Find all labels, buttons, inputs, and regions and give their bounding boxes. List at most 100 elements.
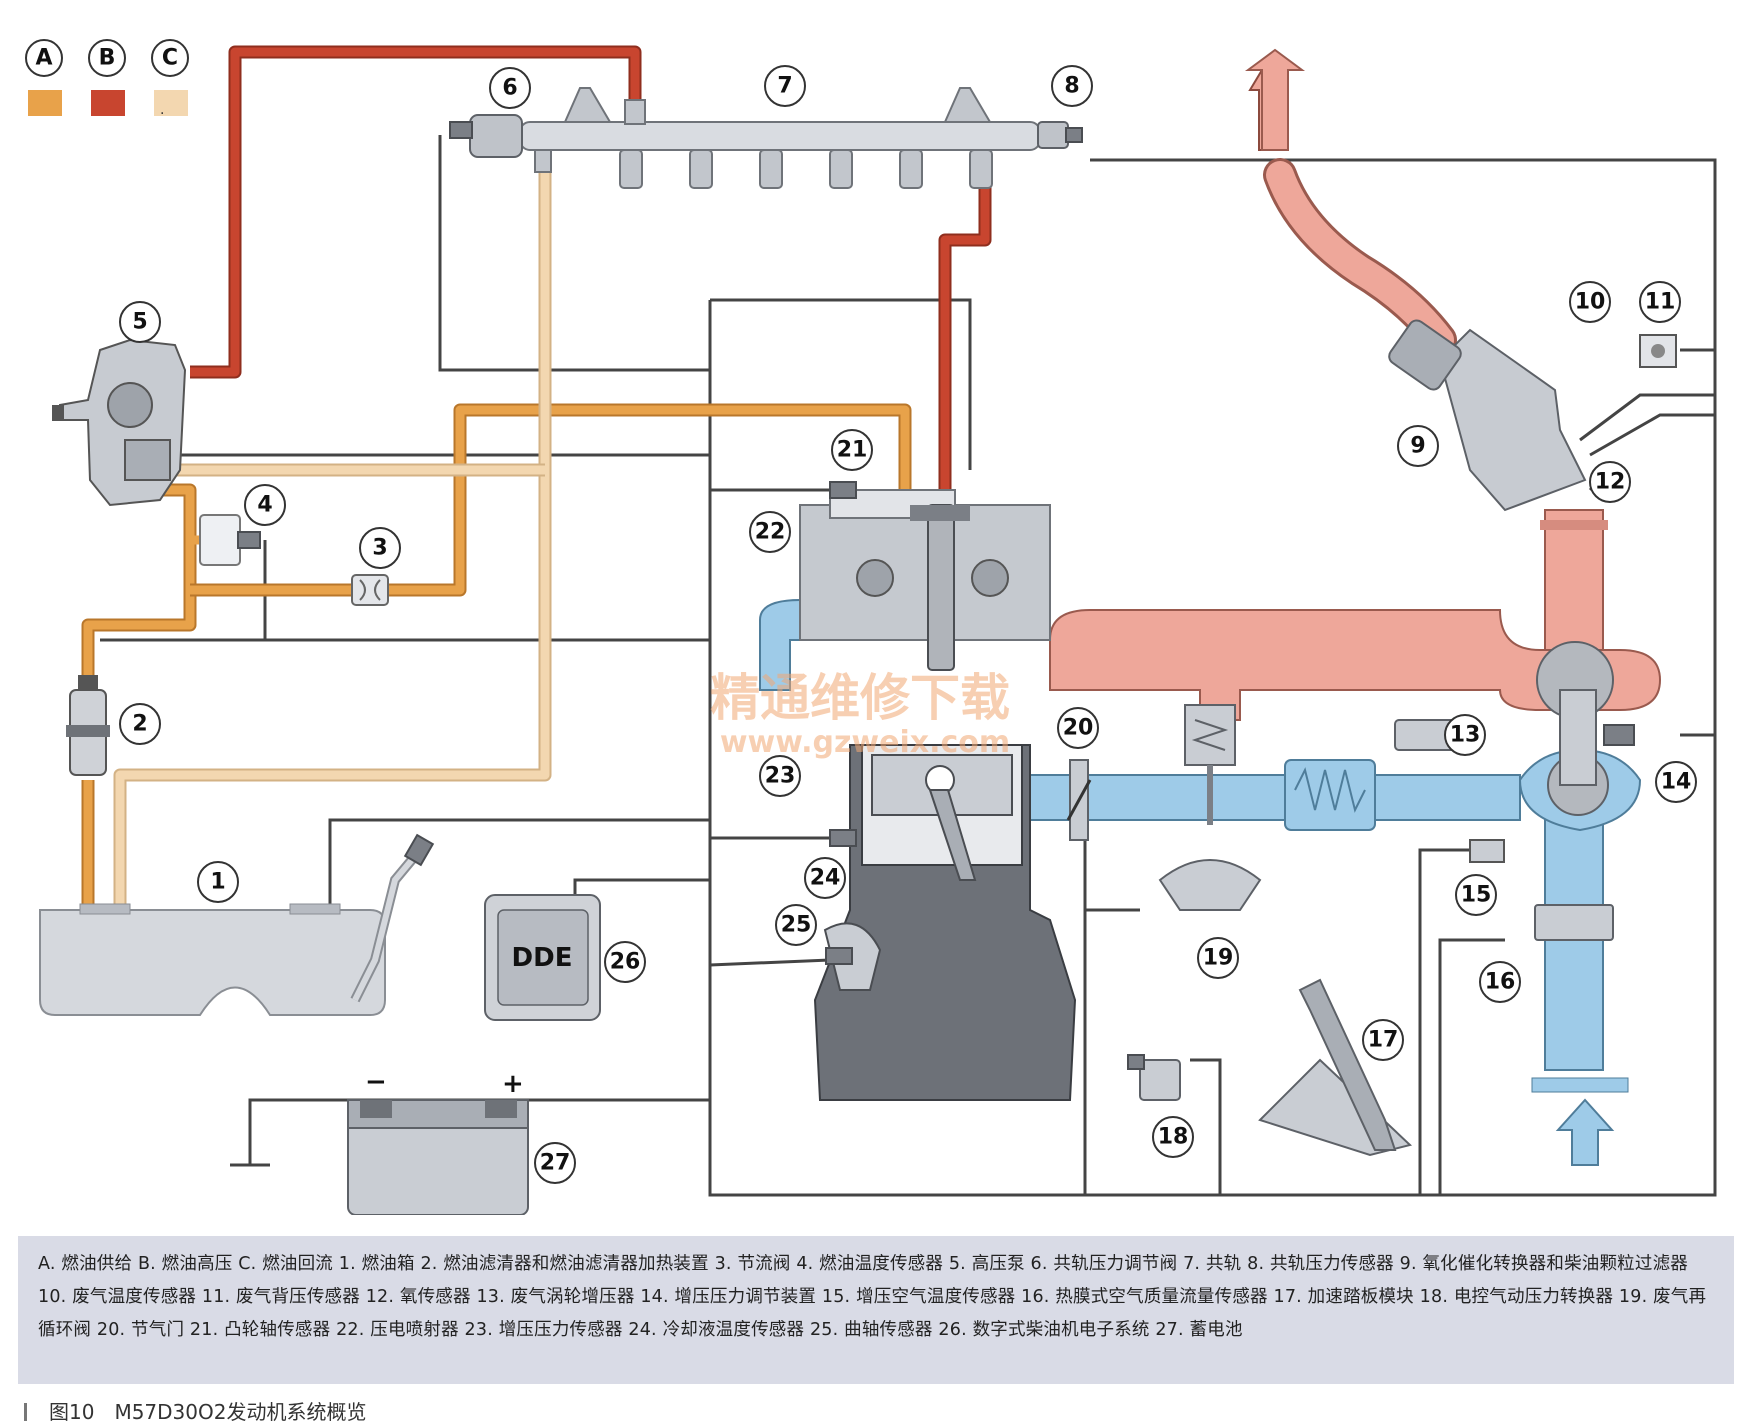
- svg-text:25: 25: [781, 913, 812, 938]
- rail-injector-stubs: [619, 149, 993, 189]
- callout-7: 7: [764, 65, 806, 107]
- sensor-markers: [825, 334, 1677, 965]
- callout-27: 27: [534, 1142, 576, 1184]
- svg-text:2: 2: [132, 712, 147, 737]
- title-bar: [24, 1403, 27, 1421]
- high-pressure-pump: [52, 338, 187, 507]
- svg-text:16: 16: [1485, 970, 1516, 995]
- callout-18: 18: [1152, 1116, 1194, 1158]
- fuel-tank: [39, 833, 435, 1016]
- svg-text:12: 12: [1595, 470, 1626, 495]
- callout-17: 17: [1362, 1019, 1404, 1061]
- camshaft-sensor: [829, 481, 857, 499]
- rail-pressure-sensor: [1037, 121, 1069, 149]
- svg-text:26: 26: [610, 950, 641, 975]
- svg-text:23: 23: [765, 764, 796, 789]
- svg-text:14: 14: [1661, 770, 1692, 795]
- intake-arrow: [1555, 1098, 1615, 1166]
- callout-5: 5: [119, 301, 161, 343]
- engine-system-diagram: A B C .: [25, 39, 1717, 1215]
- callout-16: 16: [1479, 961, 1521, 1003]
- callout-12: 12: [1589, 461, 1631, 503]
- legend-c-mark: .: [160, 102, 164, 118]
- callout-3: 3: [359, 527, 401, 569]
- fuel-filter: [66, 675, 110, 776]
- dde-ecu: DDE: [484, 894, 601, 1021]
- svg-text:15: 15: [1461, 883, 1492, 908]
- engine: [799, 489, 1456, 1101]
- callout-2: 2: [119, 703, 161, 745]
- legend-b-letter: B: [99, 46, 116, 71]
- svg-text:4: 4: [257, 493, 272, 518]
- legend-a-circle: [25, 39, 63, 77]
- caption-box: A. 燃油供给 B. 燃油高压 C. 燃油回流 1. 燃油箱 2. 燃油滤清器和…: [18, 1236, 1734, 1384]
- svg-text:24: 24: [810, 866, 841, 891]
- battery: − +: [347, 1067, 529, 1215]
- callout-22: 22: [749, 511, 791, 553]
- legend-c-letter: C: [162, 46, 178, 71]
- svg-text:1: 1: [210, 870, 225, 895]
- legend-a-swatch: [28, 90, 62, 116]
- dde-label: DDE: [512, 943, 573, 973]
- callout-19: 19: [1197, 937, 1239, 979]
- crankshaft-sensor: [825, 947, 853, 965]
- callout-20: 20: [1057, 707, 1099, 749]
- svg-text:10: 10: [1575, 290, 1606, 315]
- callout-10: 10: [1569, 281, 1611, 323]
- callouts: 1 2 3 4 5 6 7 8 9 10 11 12 13 14 15 16 1…: [119, 65, 1697, 1184]
- egr-valve: [1158, 704, 1262, 911]
- svg-text:5: 5: [132, 310, 147, 335]
- air-mass-sensor: [1534, 904, 1614, 941]
- throttle-flap: [1066, 759, 1092, 841]
- legend: A B C .: [25, 39, 189, 118]
- svg-text:11: 11: [1645, 290, 1676, 315]
- exhaust-arrow: [1244, 48, 1306, 151]
- fuel-throttle-valve: [351, 574, 389, 606]
- callout-14: 14: [1655, 761, 1697, 803]
- exhaust-path: [1049, 63, 1662, 721]
- callout-15: 15: [1455, 874, 1497, 916]
- callout-6: 6: [489, 67, 531, 109]
- callout-4: 4: [244, 484, 286, 526]
- accelerator-pedal: [1258, 978, 1413, 1157]
- intake-path: [759, 48, 1642, 1166]
- watermark: 精通维修下载 www.gzweix.com: [710, 669, 1010, 760]
- fuel-temperature-sensor: [199, 514, 261, 566]
- callout-1: 1: [197, 861, 239, 903]
- svg-text:3: 3: [372, 536, 387, 561]
- legend-a-letter: A: [35, 46, 52, 71]
- callout-26: 26: [604, 941, 646, 983]
- legend-c-circle: [151, 39, 189, 77]
- callout-23: 23: [759, 755, 801, 797]
- svg-text:13: 13: [1450, 723, 1481, 748]
- svg-text:21: 21: [837, 438, 868, 463]
- svg-text:18: 18: [1158, 1125, 1189, 1150]
- svg-text:17: 17: [1368, 1028, 1399, 1053]
- figure-title-text: 图10 M57D30O2发动机系统概览: [49, 1400, 367, 1424]
- turbo-shaft: [1559, 689, 1597, 786]
- fuel-lines: [81, 45, 992, 910]
- svg-text:9: 9: [1410, 434, 1425, 459]
- catalyst-dpf: [1438, 328, 1587, 512]
- watermark-url: www.gzweix.com: [720, 725, 1010, 760]
- wiring-harness: [100, 135, 1717, 1197]
- coolant-temperature-sensor: [829, 829, 857, 847]
- common-rail: [449, 87, 1083, 189]
- callout-25: 25: [775, 904, 817, 946]
- callout-11: 11: [1639, 281, 1681, 323]
- battery-minus: −: [365, 1067, 387, 1097]
- svg-text:8: 8: [1064, 74, 1079, 99]
- figure-title: 图10 M57D30O2发动机系统概览: [24, 1396, 366, 1425]
- pressure-converter: [1127, 1054, 1181, 1101]
- rail-pressure-control-valve: [469, 114, 523, 158]
- battery-plus: +: [502, 1069, 524, 1099]
- legend-b-swatch: [91, 90, 125, 116]
- callout-9: 9: [1397, 425, 1439, 467]
- charge-air-temperature-sensor: [1469, 839, 1505, 863]
- cylinder-head: [799, 504, 1051, 641]
- svg-text:22: 22: [755, 520, 786, 545]
- watermark-title: 精通维修下载: [710, 669, 1010, 727]
- caption-text: A. 燃油供给 B. 燃油高压 C. 燃油回流 1. 燃油箱 2. 燃油滤清器和…: [38, 1254, 1707, 1340]
- legend-b-circle: [88, 39, 126, 77]
- svg-text:27: 27: [540, 1151, 571, 1176]
